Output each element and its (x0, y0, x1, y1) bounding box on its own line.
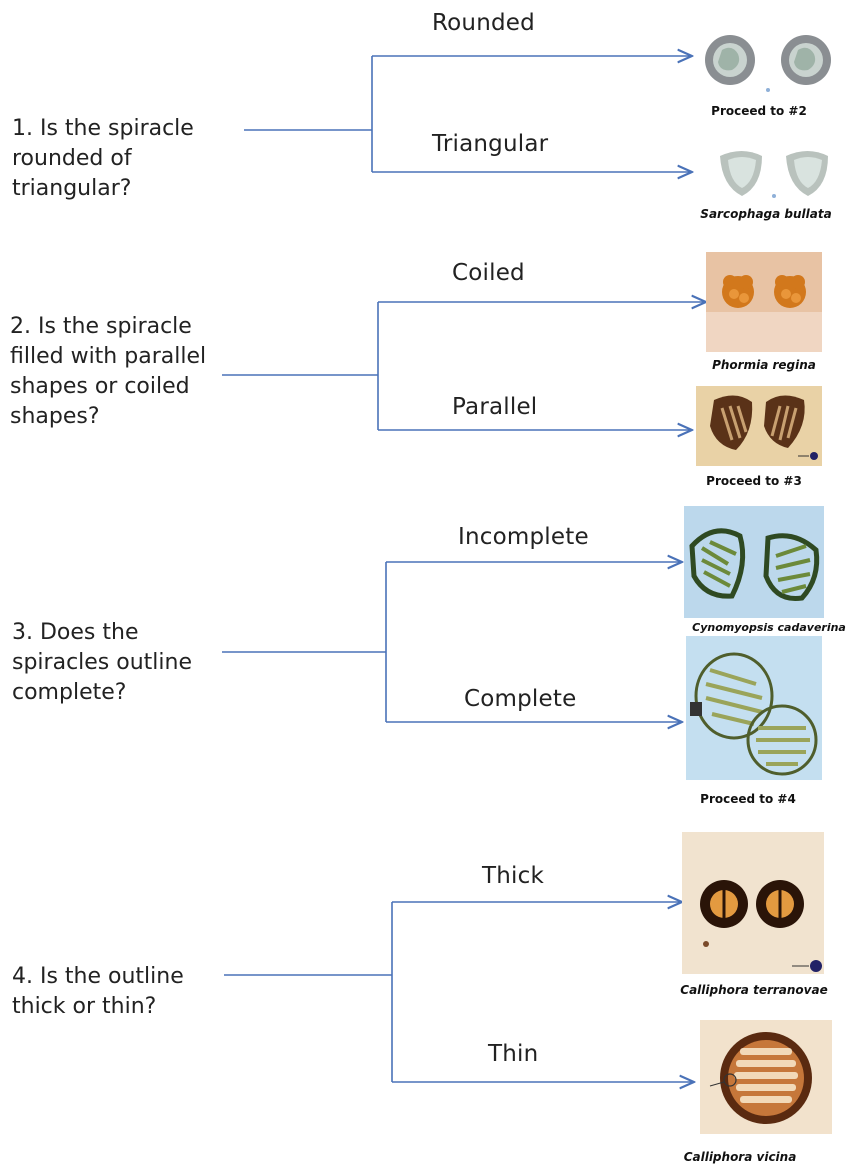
question-2: 2. Is the spiracle filled with parallel … (10, 312, 206, 432)
question-3: 3. Does the spiracles outline complete? (12, 618, 192, 708)
branch-label-triangular: Triangular (432, 131, 548, 157)
incomplete-outline-image (684, 506, 824, 618)
caption-thin: Calliphora vicina (680, 1150, 800, 1164)
complete-outline-image (686, 636, 822, 780)
branch-label-complete: Complete (464, 686, 576, 712)
parallel-spiracles-image (696, 386, 822, 466)
caption-thick: Calliphora terranovae (664, 983, 844, 997)
branch-label-thick: Thick (482, 863, 544, 889)
branch-label-thin: Thin (488, 1041, 538, 1067)
thin-outline-image (700, 1020, 832, 1134)
question-1: 1. Is the spiracle rounded of triangular… (12, 114, 194, 204)
branch-label-parallel: Parallel (452, 394, 537, 420)
triangular-spiracles-image (712, 146, 842, 204)
coiled-spiracles-image (706, 252, 822, 352)
caption-incomplete: Cynomyopsis cadaverina (680, 621, 858, 634)
branch-label-incomplete: Incomplete (458, 524, 589, 550)
thick-outline-image (682, 832, 824, 974)
caption-rounded: Proceed to #2 (704, 104, 814, 118)
rounded-spiracles-image (700, 22, 840, 94)
caption-coiled: Phormia regina (704, 358, 824, 372)
question-4: 4. Is the outline thick or thin? (12, 962, 184, 1022)
caption-triangular: Sarcophaga bullata (686, 207, 846, 221)
branch-label-rounded: Rounded (432, 10, 535, 36)
caption-parallel: Proceed to #3 (694, 474, 814, 488)
branch-label-coiled: Coiled (452, 260, 525, 286)
caption-complete: Proceed to #4 (688, 792, 808, 806)
